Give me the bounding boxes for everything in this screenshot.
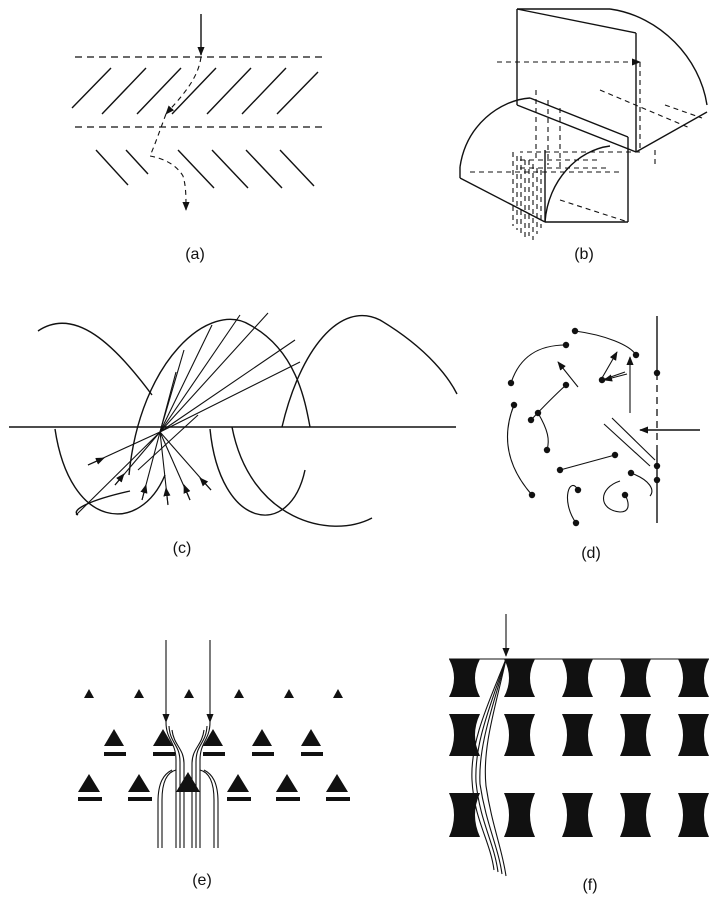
solid-block-r3-c2 (504, 793, 535, 837)
solid-block-r1-c5 (678, 659, 709, 697)
caption-e: (e) (192, 872, 212, 889)
upper-block-curved-face (609, 8, 708, 106)
beam-diagonal-3 (664, 104, 703, 119)
lower-block-top-edge (529, 97, 629, 138)
solid-block-r1-c1 (449, 659, 480, 697)
particle-arrows (557, 351, 634, 413)
upper-block-back-edge (516, 8, 637, 34)
channel-streamlines (157, 721, 219, 848)
trajectory-bundle (471, 658, 507, 877)
wave-crest-right (281, 314, 458, 428)
lower-oblique-lines (95, 149, 315, 189)
beam-diagonal-1 (599, 89, 691, 129)
solid-blocks (449, 659, 709, 837)
central-triangle (176, 772, 200, 792)
particle-dots (507, 327, 661, 527)
ray-arrows (87, 457, 212, 506)
panel-c: (c) (9, 312, 458, 557)
wave-trough-1 (54, 428, 166, 515)
panel-a: (a) (71, 14, 322, 263)
caption-a: (a) (185, 246, 205, 263)
medium-triangles-row (104, 729, 323, 756)
caption-d: (d) (581, 545, 601, 562)
caption-f: (f) (582, 877, 597, 894)
solid-block-r1-c3 (562, 659, 593, 697)
output-ray-bundle (512, 152, 542, 240)
wave-trough-2 (209, 428, 306, 516)
converging-rays (75, 312, 301, 516)
solid-block-r2-c4 (620, 714, 651, 756)
caption-b: (b) (574, 246, 594, 263)
lower-block-bottom-edge (459, 177, 546, 223)
small-triangles-row (84, 689, 343, 698)
exit-path (149, 113, 190, 211)
upper-block-bottom-edge (635, 111, 708, 153)
upper-block-diagonal (516, 104, 637, 153)
solid-block-r3-c1 (449, 793, 480, 837)
solid-block-r2-c3 (562, 714, 593, 756)
solid-block-r3-c4 (620, 793, 651, 837)
solid-block-r2-c1 (449, 714, 480, 756)
solid-block-r2-c5 (678, 714, 709, 756)
refracted-path (165, 56, 202, 115)
panel-f: (f) (449, 614, 709, 894)
solid-block-r1-c2 (504, 659, 535, 697)
wave-crest-left (37, 322, 153, 396)
upper-oblique-lines (71, 67, 319, 115)
lower-block-curved-face (459, 97, 531, 168)
solid-block-r2-c2 (504, 714, 535, 756)
panel-d: (d) (507, 316, 700, 562)
panel-b: (b) (459, 8, 708, 263)
lower-block-inner-arc (544, 145, 611, 223)
wave-trough-3 (231, 426, 373, 527)
beam-diagonal-2 (559, 199, 629, 223)
solid-block-r1-c4 (620, 659, 651, 697)
caption-c: (c) (173, 540, 192, 557)
solid-block-r3-c3 (562, 793, 593, 837)
wave-crest-middle (128, 318, 311, 476)
panel-e: (e) (78, 640, 350, 889)
solid-block-r3-c5 (678, 793, 709, 837)
